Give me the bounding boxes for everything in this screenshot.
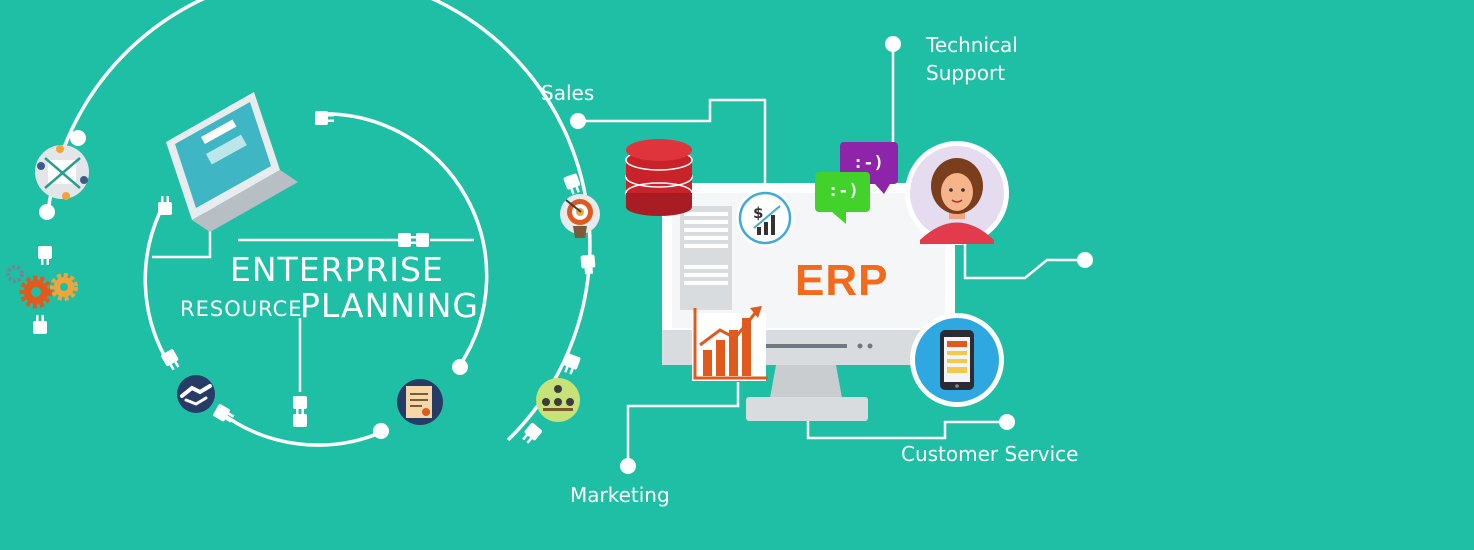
- label-customer-service: Customer Service: [901, 442, 1079, 466]
- title-enterprise: ENTERPRISE: [230, 250, 444, 289]
- outer-ring: [46, 0, 592, 442]
- erp-center-label: ERP: [795, 256, 889, 305]
- inner-ring-bottom: [218, 410, 383, 447]
- price-growth-icon: [736, 189, 794, 247]
- chat-bubble-icon: [815, 142, 898, 224]
- title-planning: PLANNING: [300, 286, 479, 325]
- team-meeting-icon: [35, 145, 89, 200]
- database-icon: [625, 139, 693, 216]
- label-marketing: Marketing: [570, 483, 670, 507]
- chat-face-green: :-): [828, 181, 859, 201]
- dollar-symbol: $: [753, 204, 764, 222]
- chat-face-purple: :-): [853, 153, 884, 173]
- laptop-icon: [166, 92, 298, 232]
- org-chart-icon: [536, 378, 580, 422]
- avatar-icon: [905, 141, 1009, 245]
- inner-ring: [319, 112, 489, 366]
- title-resource: RESOURCE: [180, 297, 303, 321]
- inner-ring-left: [143, 211, 167, 358]
- gears-icon: [6, 265, 78, 309]
- handshake-icon: [177, 375, 215, 413]
- label-technical-support: Technical Support: [926, 33, 1018, 85]
- label-sales: Sales: [541, 81, 595, 105]
- smartphone-icon: [910, 313, 1004, 407]
- growth-chart-icon: [692, 306, 768, 381]
- contract-icon: [397, 379, 443, 425]
- target-icon: [560, 194, 600, 238]
- document-icon: [680, 206, 732, 310]
